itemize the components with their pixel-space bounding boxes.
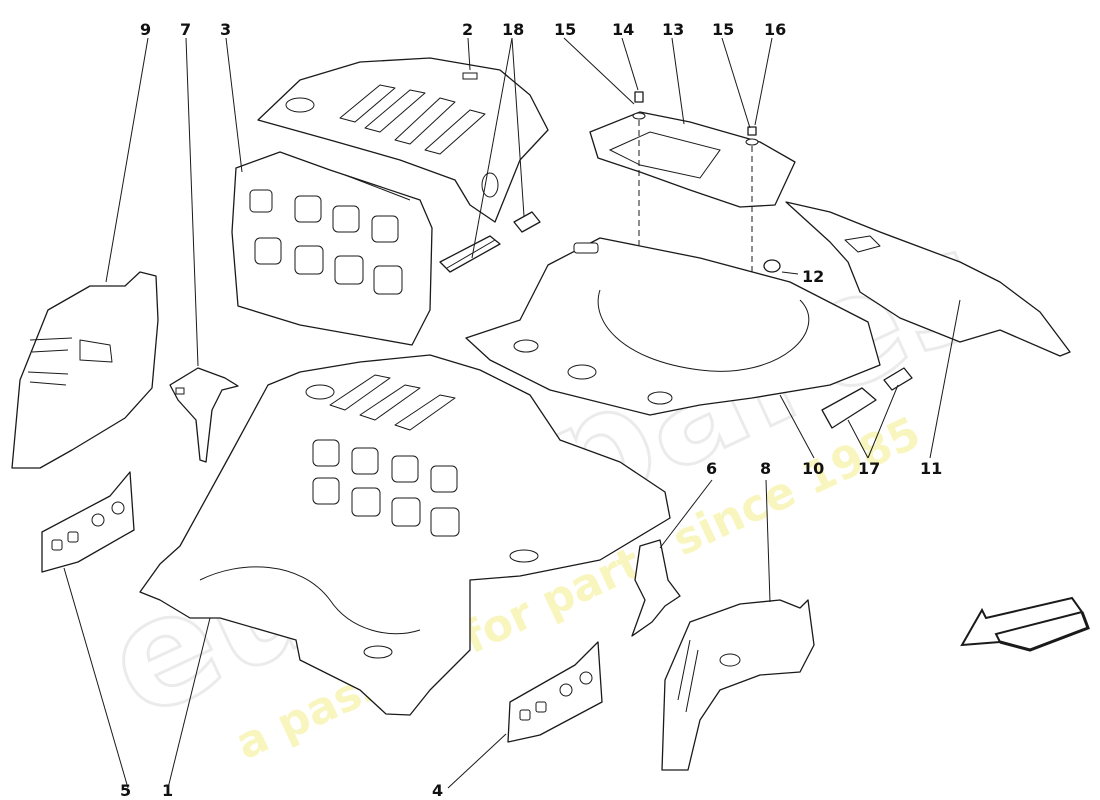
part-4-gusset bbox=[507, 641, 603, 743]
callout-15a: 15 bbox=[554, 20, 576, 39]
part-2-parcel-shelf bbox=[257, 57, 549, 223]
callouts: 9 7 3 2 18 15 14 13 15 16 12 10 17 11 6 … bbox=[120, 20, 942, 800]
callout-11: 11 bbox=[920, 459, 942, 478]
callout-5: 5 bbox=[120, 781, 131, 800]
part-12-grommet bbox=[763, 259, 781, 273]
callout-16: 16 bbox=[764, 20, 786, 39]
part-7-bracket bbox=[169, 367, 239, 463]
part-3-bulkhead bbox=[231, 151, 433, 346]
callout-18: 18 bbox=[502, 20, 524, 39]
part-11-rear-panel bbox=[785, 201, 1071, 357]
leader-lines bbox=[63, 37, 961, 789]
callout-2: 2 bbox=[462, 20, 473, 39]
part-10-floor bbox=[465, 237, 881, 416]
callout-10: 10 bbox=[802, 459, 824, 478]
part-5-gusset bbox=[41, 471, 135, 573]
callout-3: 3 bbox=[220, 20, 231, 39]
callout-9: 9 bbox=[140, 20, 151, 39]
direction-arrow-icon bbox=[960, 596, 1090, 652]
callout-13: 13 bbox=[662, 20, 684, 39]
callout-4: 4 bbox=[432, 781, 443, 800]
part-6-bracket bbox=[631, 539, 681, 637]
fasteners bbox=[632, 91, 759, 355]
callout-17: 17 bbox=[858, 459, 880, 478]
part-9-wheelarch-left bbox=[11, 271, 159, 469]
callout-6: 6 bbox=[706, 459, 717, 478]
part-1-rear-structure bbox=[139, 354, 671, 716]
part-13-tray bbox=[589, 111, 796, 208]
callout-1: 1 bbox=[162, 781, 173, 800]
callout-15b: 15 bbox=[712, 20, 734, 39]
part-18-brackets bbox=[439, 211, 541, 273]
part-8-wheelarch-right bbox=[661, 599, 815, 771]
callout-12: 12 bbox=[802, 267, 824, 286]
callout-8: 8 bbox=[760, 459, 771, 478]
callout-7: 7 bbox=[180, 20, 191, 39]
callout-14: 14 bbox=[612, 20, 634, 39]
part-17-brackets bbox=[821, 367, 913, 429]
